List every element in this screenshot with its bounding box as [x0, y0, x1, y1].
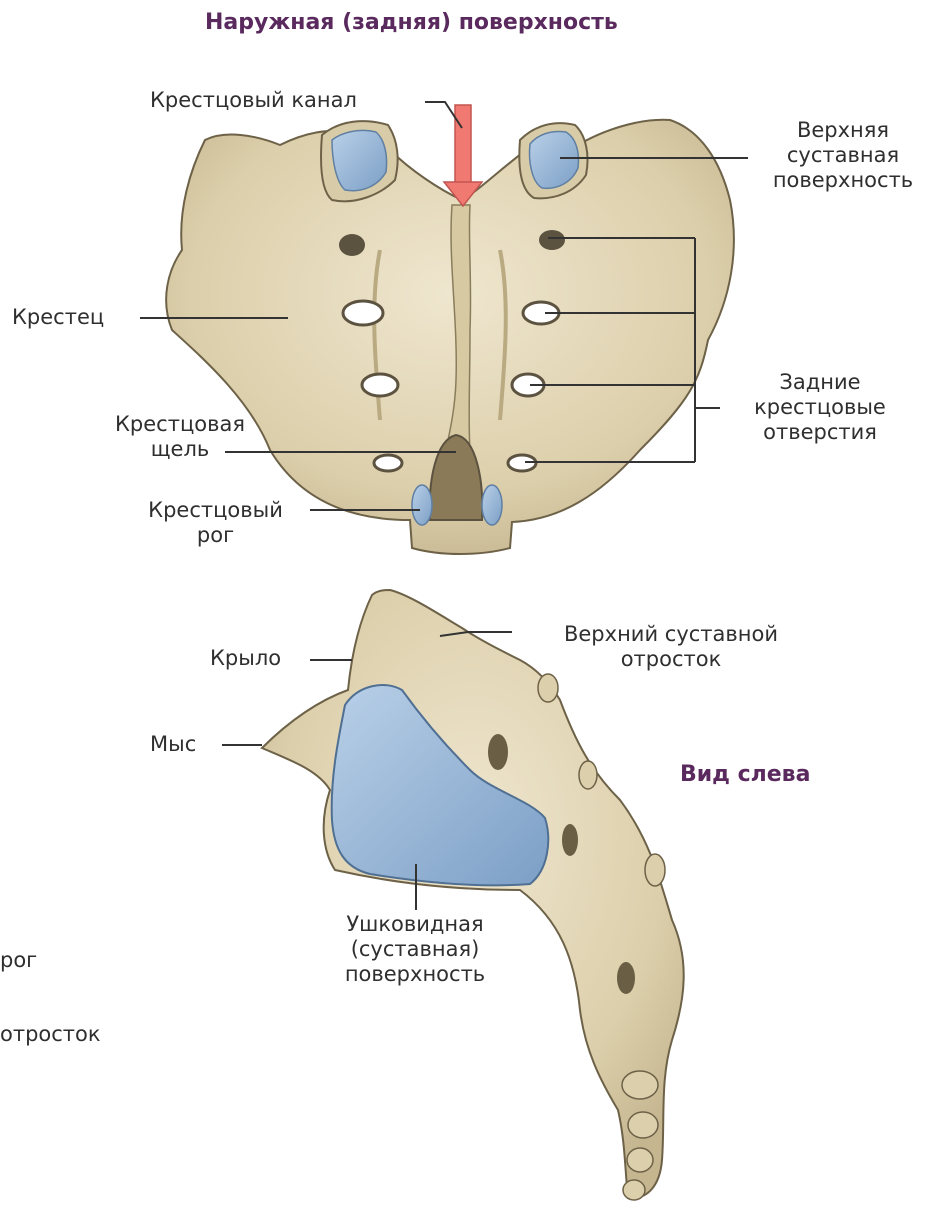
superior-articular-surface-left: [332, 130, 387, 190]
lateral-foramen-1: [488, 734, 508, 770]
label-line: отверстия: [720, 420, 920, 445]
label-posterior-sacral-foramina: Задние крестцовые отверстия: [720, 370, 920, 445]
label-line: крестцовые: [720, 395, 920, 420]
label-superior-articular-surface: Верхняя суставная поверхность: [748, 118, 938, 193]
label-sacrum: Крестец: [12, 305, 104, 330]
posterior-view: [166, 105, 734, 554]
label-sacral-canal: Крестцовый канал: [150, 88, 357, 113]
label-auricular-surface: Ушковидная (суставная) поверхность: [305, 912, 525, 987]
lateral-process-bump-3: [645, 854, 665, 886]
label-line: поверхность: [748, 168, 938, 193]
label-line: Верхний суставной: [516, 622, 826, 647]
label-line: Ушковидная: [305, 912, 525, 937]
label-line: Задние: [720, 370, 920, 395]
sacrum-lateral-bone: [262, 590, 684, 1198]
lateral-foramen-2: [562, 824, 578, 856]
label-wing: Крыло: [210, 646, 281, 671]
label-sacral-hiatus: Крестцовая щель: [85, 412, 275, 462]
lateral-view: [262, 590, 684, 1200]
label-line: Крестцовый: [118, 498, 313, 523]
label-line: рог: [118, 523, 313, 548]
label-line: щель: [85, 437, 275, 462]
lateral-foramen-3: [617, 962, 635, 994]
heading-left-view: Вид слева: [680, 762, 810, 787]
foramen-left-4: [374, 455, 402, 471]
label-promontory: Мыс: [150, 732, 196, 757]
foramen-left-3: [362, 374, 398, 396]
label-line: Крестцовая: [85, 412, 275, 437]
lateral-process-bump-2: [579, 761, 597, 789]
label-line: суставная: [748, 143, 938, 168]
foramen-right-1: [539, 230, 565, 250]
label-line: отросток: [516, 647, 826, 672]
coccyx-segment-1: [622, 1071, 658, 1099]
coccyx-segment-3: [627, 1148, 653, 1172]
label-superior-articular-process: Верхний суставной отросток: [516, 622, 826, 672]
foramen-left-2: [343, 301, 383, 325]
label-line: (суставная): [305, 937, 525, 962]
label-fragment-process: отросток: [0, 1022, 101, 1047]
sacral-horn-left: [412, 485, 432, 525]
label-fragment-horn: рог: [0, 948, 37, 973]
label-line: Верхняя: [748, 118, 938, 143]
foramen-left-1: [339, 234, 365, 256]
coccyx-segment-2: [628, 1112, 658, 1138]
lateral-process-bump-1: [538, 674, 558, 702]
heading-posterior-surface: Наружная (задняя) поверхность: [205, 10, 618, 35]
label-sacral-horn: Крестцовый рог: [118, 498, 313, 548]
sacral-horn-right: [482, 485, 502, 525]
label-line: поверхность: [305, 962, 525, 987]
coccyx-segment-4: [623, 1180, 645, 1200]
